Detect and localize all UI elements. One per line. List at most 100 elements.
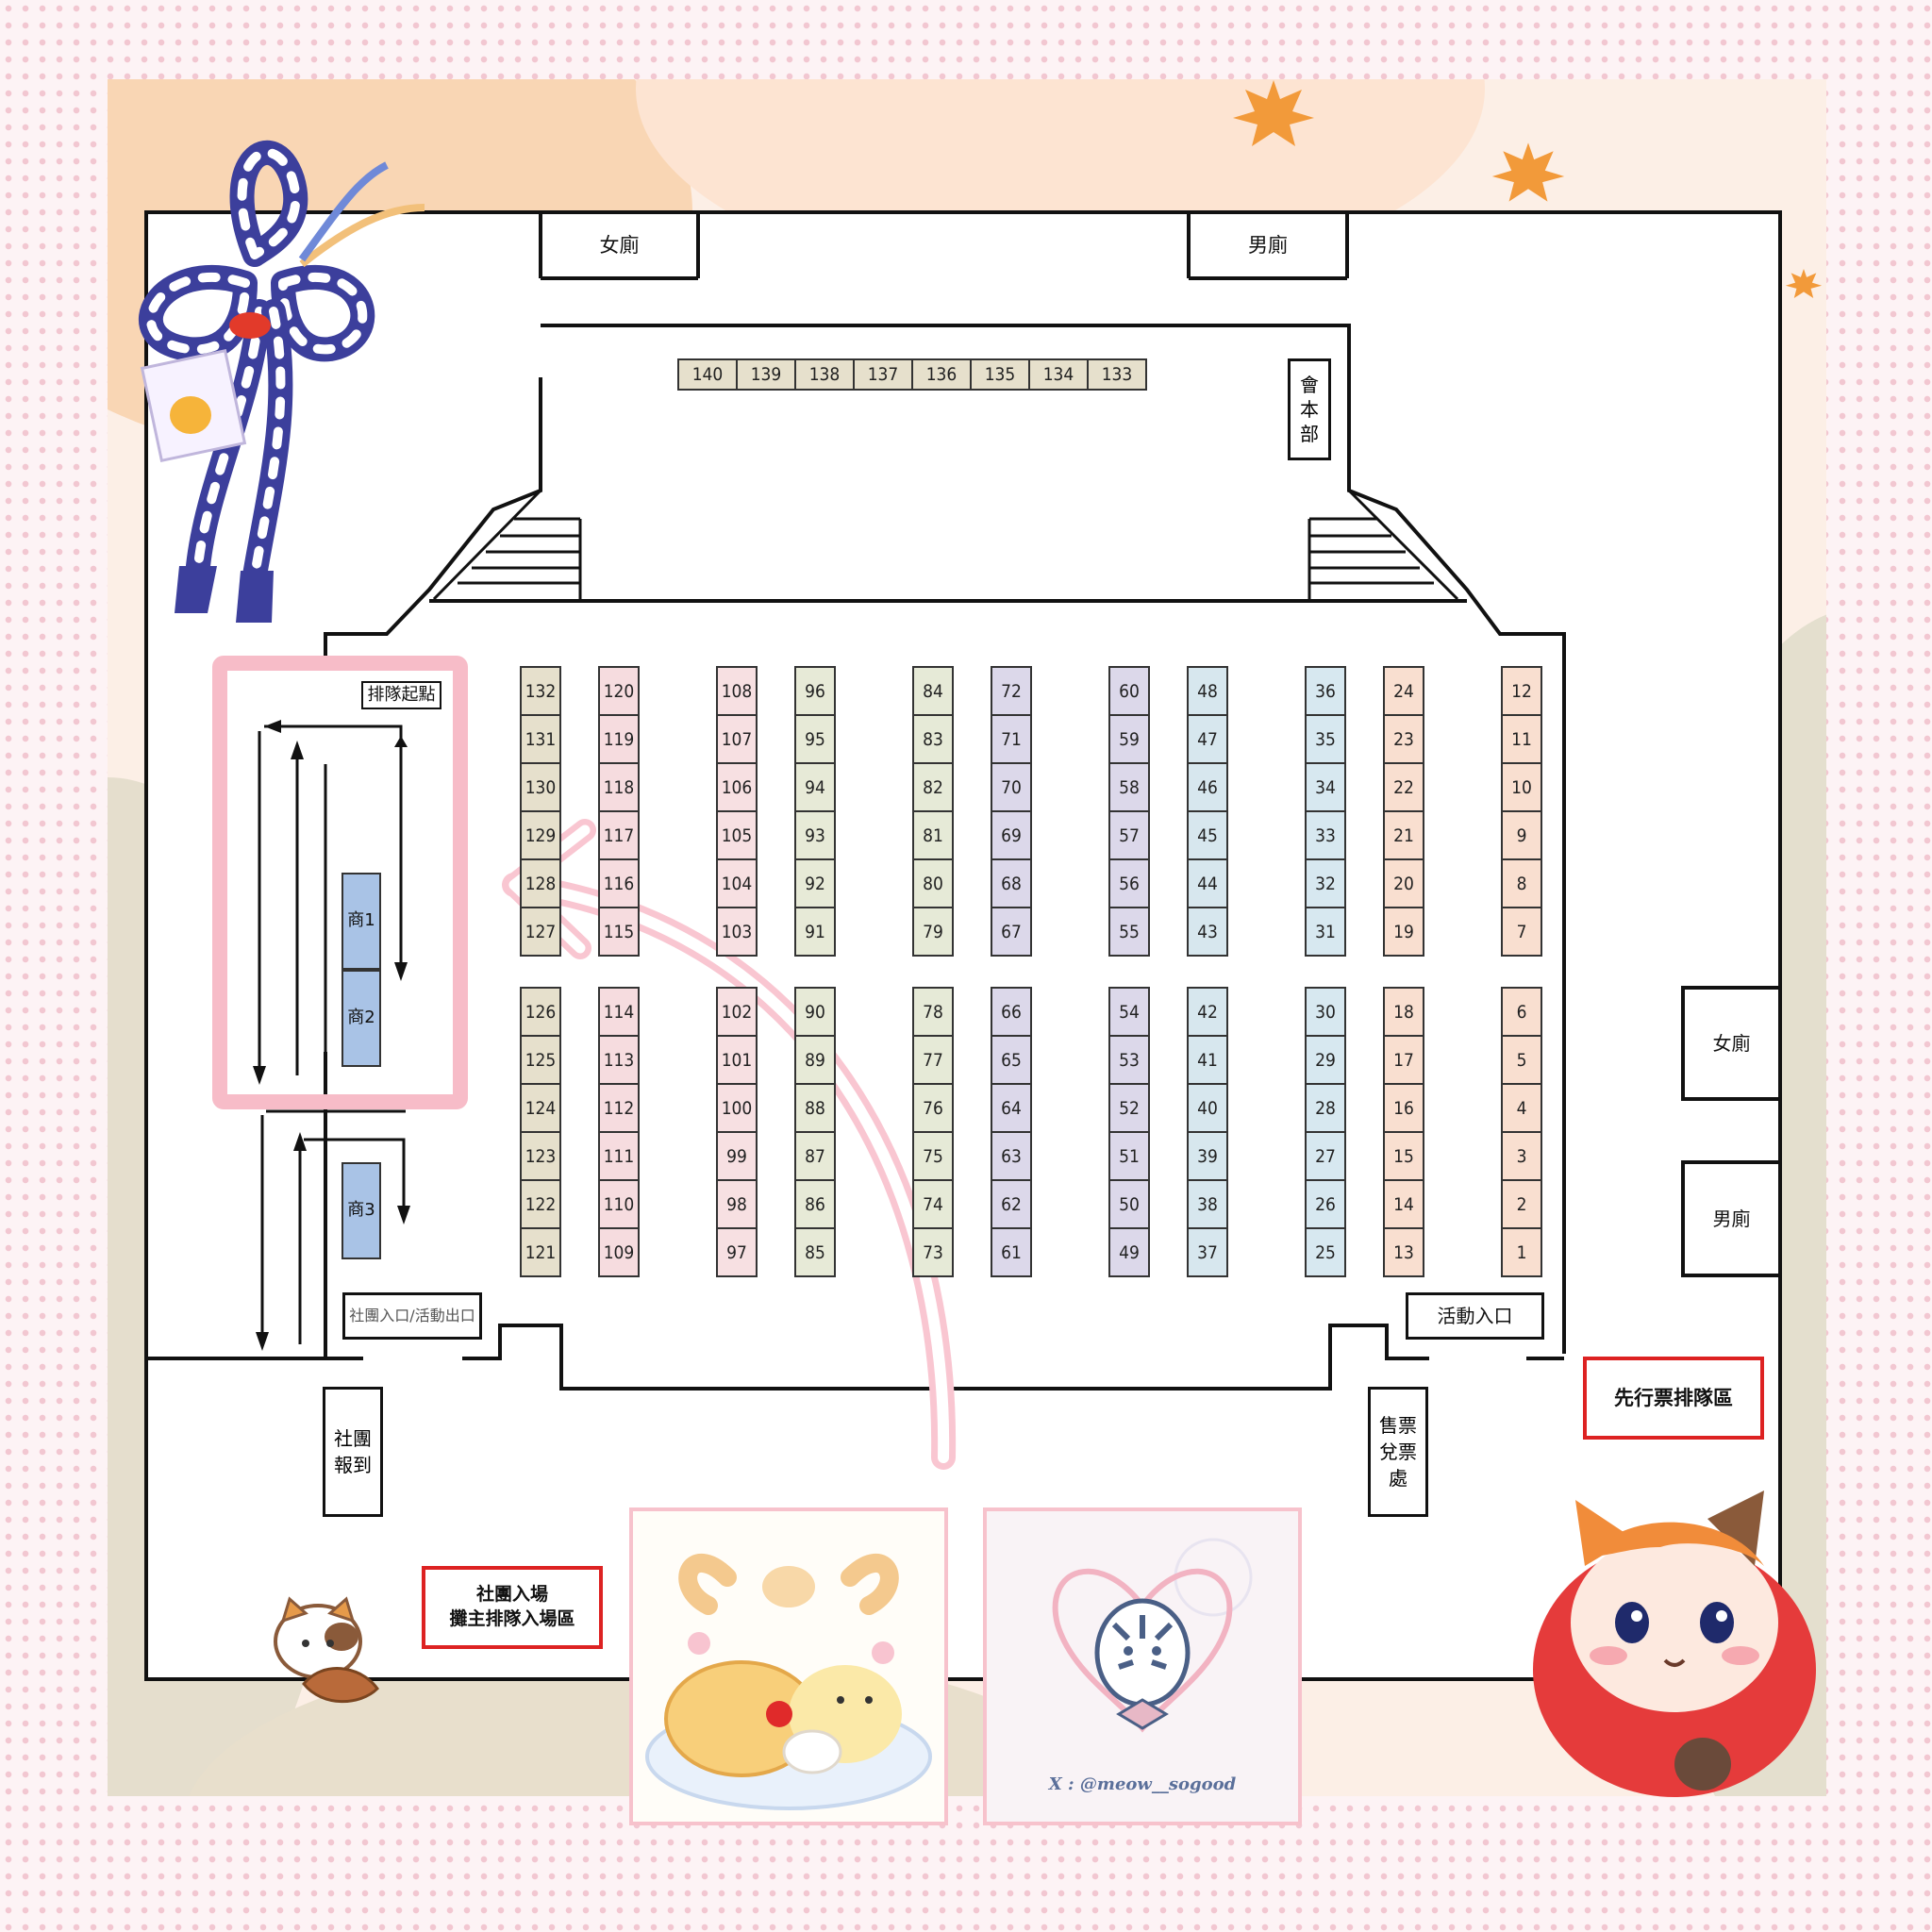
booth-46[interactable]: 46 [1187, 762, 1228, 812]
booth-107[interactable]: 107 [716, 714, 758, 764]
booth-112[interactable]: 112 [598, 1083, 640, 1133]
booth-100[interactable]: 100 [716, 1083, 758, 1133]
booth-30[interactable]: 30 [1305, 987, 1346, 1037]
booth-65[interactable]: 65 [991, 1035, 1032, 1085]
booth-132[interactable]: 132 [520, 666, 561, 716]
booth-56[interactable]: 56 [1108, 858, 1150, 908]
booth-106[interactable]: 106 [716, 762, 758, 812]
booth-87[interactable]: 87 [794, 1131, 836, 1181]
booth-103[interactable]: 103 [716, 907, 758, 957]
merchant-booth-3[interactable]: 商3 [341, 1162, 381, 1259]
booth-109[interactable]: 109 [598, 1227, 640, 1277]
merchant-booth-1[interactable]: 商1 [341, 873, 381, 970]
booth-131[interactable]: 131 [520, 714, 561, 764]
booth-61[interactable]: 61 [991, 1227, 1032, 1277]
booth-68[interactable]: 68 [991, 858, 1032, 908]
booth-54[interactable]: 54 [1108, 987, 1150, 1037]
booth-66[interactable]: 66 [991, 987, 1032, 1037]
booth-34[interactable]: 34 [1305, 762, 1346, 812]
booth-114[interactable]: 114 [598, 987, 640, 1037]
booth-73[interactable]: 73 [912, 1227, 954, 1277]
booth-140[interactable]: 140 [677, 358, 738, 391]
booth-47[interactable]: 47 [1187, 714, 1228, 764]
booth-15[interactable]: 15 [1383, 1131, 1424, 1181]
booth-133[interactable]: 133 [1087, 358, 1147, 391]
booth-32[interactable]: 32 [1305, 858, 1346, 908]
booth-67[interactable]: 67 [991, 907, 1032, 957]
booth-12[interactable]: 12 [1501, 666, 1542, 716]
booth-14[interactable]: 14 [1383, 1179, 1424, 1229]
booth-139[interactable]: 139 [736, 358, 796, 391]
booth-27[interactable]: 27 [1305, 1131, 1346, 1181]
booth-55[interactable]: 55 [1108, 907, 1150, 957]
booth-5[interactable]: 5 [1501, 1035, 1542, 1085]
booth-37[interactable]: 37 [1187, 1227, 1228, 1277]
booth-116[interactable]: 116 [598, 858, 640, 908]
booth-105[interactable]: 105 [716, 810, 758, 860]
booth-96[interactable]: 96 [794, 666, 836, 716]
booth-89[interactable]: 89 [794, 1035, 836, 1085]
booth-95[interactable]: 95 [794, 714, 836, 764]
booth-44[interactable]: 44 [1187, 858, 1228, 908]
booth-63[interactable]: 63 [991, 1131, 1032, 1181]
booth-78[interactable]: 78 [912, 987, 954, 1037]
booth-138[interactable]: 138 [794, 358, 855, 391]
booth-2[interactable]: 2 [1501, 1179, 1542, 1229]
booth-121[interactable]: 121 [520, 1227, 561, 1277]
booth-80[interactable]: 80 [912, 858, 954, 908]
booth-137[interactable]: 137 [853, 358, 913, 391]
booth-9[interactable]: 9 [1501, 810, 1542, 860]
booth-102[interactable]: 102 [716, 987, 758, 1037]
booth-120[interactable]: 120 [598, 666, 640, 716]
booth-29[interactable]: 29 [1305, 1035, 1346, 1085]
booth-98[interactable]: 98 [716, 1179, 758, 1229]
booth-36[interactable]: 36 [1305, 666, 1346, 716]
booth-17[interactable]: 17 [1383, 1035, 1424, 1085]
booth-97[interactable]: 97 [716, 1227, 758, 1277]
booth-28[interactable]: 28 [1305, 1083, 1346, 1133]
booth-71[interactable]: 71 [991, 714, 1032, 764]
booth-42[interactable]: 42 [1187, 987, 1228, 1037]
booth-41[interactable]: 41 [1187, 1035, 1228, 1085]
booth-94[interactable]: 94 [794, 762, 836, 812]
booth-99[interactable]: 99 [716, 1131, 758, 1181]
booth-79[interactable]: 79 [912, 907, 954, 957]
booth-43[interactable]: 43 [1187, 907, 1228, 957]
booth-129[interactable]: 129 [520, 810, 561, 860]
booth-60[interactable]: 60 [1108, 666, 1150, 716]
booth-16[interactable]: 16 [1383, 1083, 1424, 1133]
booth-81[interactable]: 81 [912, 810, 954, 860]
booth-125[interactable]: 125 [520, 1035, 561, 1085]
booth-7[interactable]: 7 [1501, 907, 1542, 957]
booth-51[interactable]: 51 [1108, 1131, 1150, 1181]
booth-64[interactable]: 64 [991, 1083, 1032, 1133]
booth-13[interactable]: 13 [1383, 1227, 1424, 1277]
booth-76[interactable]: 76 [912, 1083, 954, 1133]
booth-53[interactable]: 53 [1108, 1035, 1150, 1085]
booth-48[interactable]: 48 [1187, 666, 1228, 716]
booth-93[interactable]: 93 [794, 810, 836, 860]
booth-20[interactable]: 20 [1383, 858, 1424, 908]
booth-126[interactable]: 126 [520, 987, 561, 1037]
booth-135[interactable]: 135 [970, 358, 1030, 391]
booth-3[interactable]: 3 [1501, 1131, 1542, 1181]
booth-25[interactable]: 25 [1305, 1227, 1346, 1277]
booth-33[interactable]: 33 [1305, 810, 1346, 860]
booth-72[interactable]: 72 [991, 666, 1032, 716]
booth-4[interactable]: 4 [1501, 1083, 1542, 1133]
booth-62[interactable]: 62 [991, 1179, 1032, 1229]
booth-136[interactable]: 136 [911, 358, 972, 391]
booth-8[interactable]: 8 [1501, 858, 1542, 908]
booth-118[interactable]: 118 [598, 762, 640, 812]
booth-134[interactable]: 134 [1028, 358, 1089, 391]
booth-85[interactable]: 85 [794, 1227, 836, 1277]
booth-1[interactable]: 1 [1501, 1227, 1542, 1277]
booth-127[interactable]: 127 [520, 907, 561, 957]
booth-24[interactable]: 24 [1383, 666, 1424, 716]
booth-19[interactable]: 19 [1383, 907, 1424, 957]
booth-31[interactable]: 31 [1305, 907, 1346, 957]
booth-59[interactable]: 59 [1108, 714, 1150, 764]
booth-74[interactable]: 74 [912, 1179, 954, 1229]
booth-57[interactable]: 57 [1108, 810, 1150, 860]
booth-122[interactable]: 122 [520, 1179, 561, 1229]
